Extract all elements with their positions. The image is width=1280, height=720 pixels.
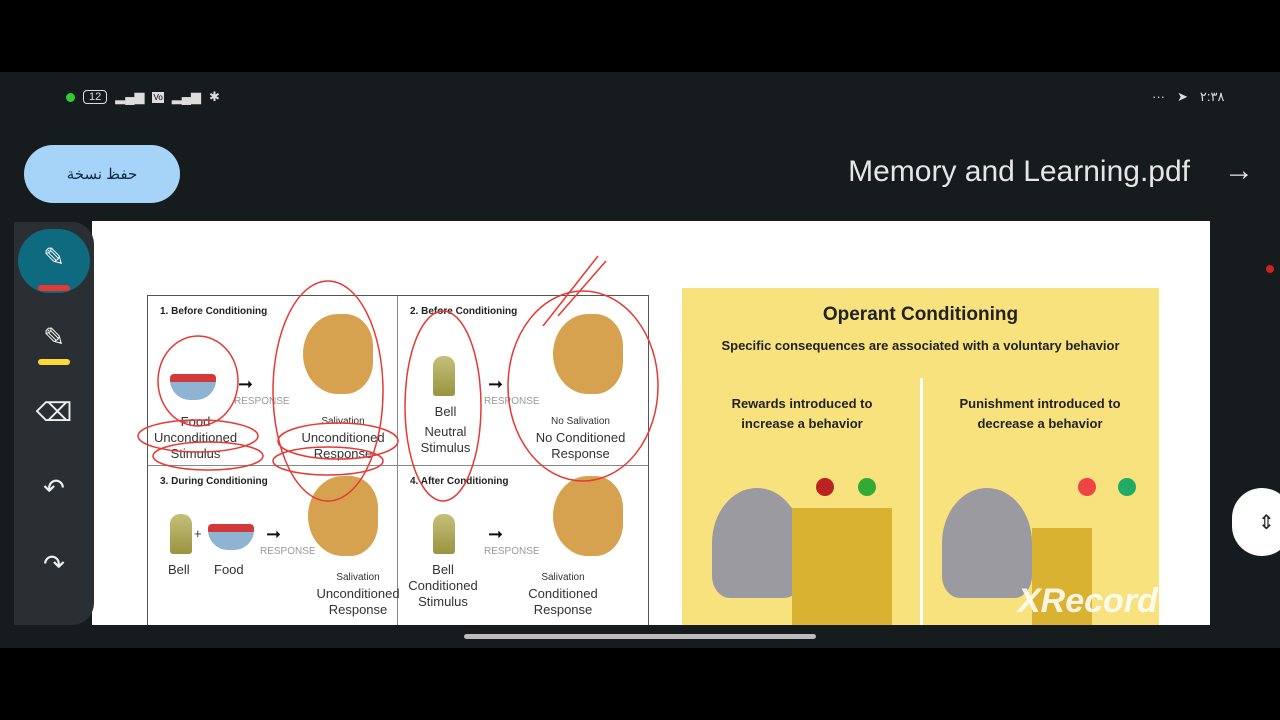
highlighter-icon: ✎ xyxy=(43,321,65,352)
bell-icon xyxy=(170,514,192,554)
dog-icon xyxy=(303,314,373,394)
red-light-icon xyxy=(1078,478,1096,496)
green-light-icon xyxy=(1118,478,1136,496)
response-label: RESPONSE xyxy=(260,546,316,557)
plus-sign: + xyxy=(194,526,202,541)
lever-box-icon xyxy=(792,508,892,625)
green-light-icon xyxy=(858,478,876,496)
document-title: Memory and Learning.pdf xyxy=(848,155,1190,188)
save-copy-button[interactable]: حفظ نسخة xyxy=(24,145,180,203)
telegram-icon: ➤ xyxy=(1177,89,1188,104)
arrow-icon: ➞ xyxy=(488,524,504,544)
signal-icon: ▂▄▆ xyxy=(171,89,202,104)
handwritten-annotations xyxy=(137,255,659,502)
operant-title: Operant Conditioning xyxy=(822,304,1019,325)
panel-title: 4. After Conditioning xyxy=(410,476,509,487)
panel-title: 1. Before Conditioning xyxy=(160,306,268,317)
pen-tool[interactable]: ✎ xyxy=(14,227,94,293)
dog-icon xyxy=(553,476,623,556)
forward-arrow-icon[interactable]: → xyxy=(1224,154,1254,187)
response-label: RESPONSE xyxy=(484,396,540,407)
bluetooth-icon: ✱ xyxy=(209,89,220,104)
redo-icon: ↷ xyxy=(43,548,65,579)
food-label: Food xyxy=(214,562,244,577)
clock: ٢:٣٨ xyxy=(1199,89,1225,104)
highlighter-tool[interactable]: ✎ xyxy=(14,307,94,367)
undo-button[interactable]: ↶ xyxy=(14,458,94,518)
operant-conditioning-figure: Operant Conditioning Specific consequenc… xyxy=(682,288,1159,625)
annotation-toolbar: ✎ ✎ ⌫ ↶ ↷ xyxy=(14,222,94,625)
panel-title: 3. During Conditioning xyxy=(160,476,268,487)
panel-title: 2. Before Conditioning xyxy=(410,306,518,317)
dog-icon xyxy=(553,314,623,394)
recording-dot-icon xyxy=(66,92,75,102)
arrow-icon: ➞ xyxy=(238,374,254,394)
pen-icon: ✎ xyxy=(43,241,65,272)
redo-button[interactable]: ↷ xyxy=(14,534,94,594)
lever-box-icon xyxy=(1032,528,1092,625)
panel-3: 3. During Conditioning + ➞ RESPONSE Bell… xyxy=(148,466,400,625)
arrow-icon: ➞ xyxy=(266,524,282,544)
page-scroll-button[interactable]: ⇕ xyxy=(1232,488,1280,556)
status-bar: 12 ▂▄▆ Vo ▂▄▆ ✱ xyxy=(66,89,220,105)
bell-icon xyxy=(433,514,455,554)
bell-icon xyxy=(433,356,455,396)
volte-icon: Vo xyxy=(152,91,164,103)
eraser-icon: ⌫ xyxy=(35,396,73,427)
status-right: ··· ➤ ٢:٣٨ xyxy=(1152,89,1224,105)
red-light-icon xyxy=(816,478,834,496)
battery-icon: 12 xyxy=(83,90,108,104)
undo-icon: ↶ xyxy=(43,472,65,503)
rat-icon xyxy=(942,488,1032,598)
chevron-up-down-icon: ⇕ xyxy=(1258,511,1275,534)
rat-icon xyxy=(712,488,802,598)
dog-icon xyxy=(308,476,378,556)
response-label: RESPONSE xyxy=(234,396,290,407)
punishment-label: Punishment introduced to decrease a beha… xyxy=(959,396,1121,431)
rewards-label: Rewards introduced to increase a behavio… xyxy=(731,396,873,431)
bell-label: Bell xyxy=(168,562,190,577)
arrow-icon: ➞ xyxy=(488,374,504,394)
signal-icon: ▂▄▆ xyxy=(115,89,145,104)
divider xyxy=(920,378,923,625)
eraser-tool[interactable]: ⌫ xyxy=(14,382,94,442)
operant-subtitle: Specific consequences are associated wit… xyxy=(721,338,1120,353)
food-bowl-icon xyxy=(170,374,216,400)
gesture-handle[interactable] xyxy=(464,634,816,639)
food-bowl-icon xyxy=(208,524,254,550)
response-label: RESPONSE xyxy=(484,546,540,557)
recording-indicator-icon xyxy=(1266,265,1274,273)
more-notifications-icon: ··· xyxy=(1152,89,1165,104)
xrecorder-watermark: XRecorder xyxy=(1018,582,1190,620)
